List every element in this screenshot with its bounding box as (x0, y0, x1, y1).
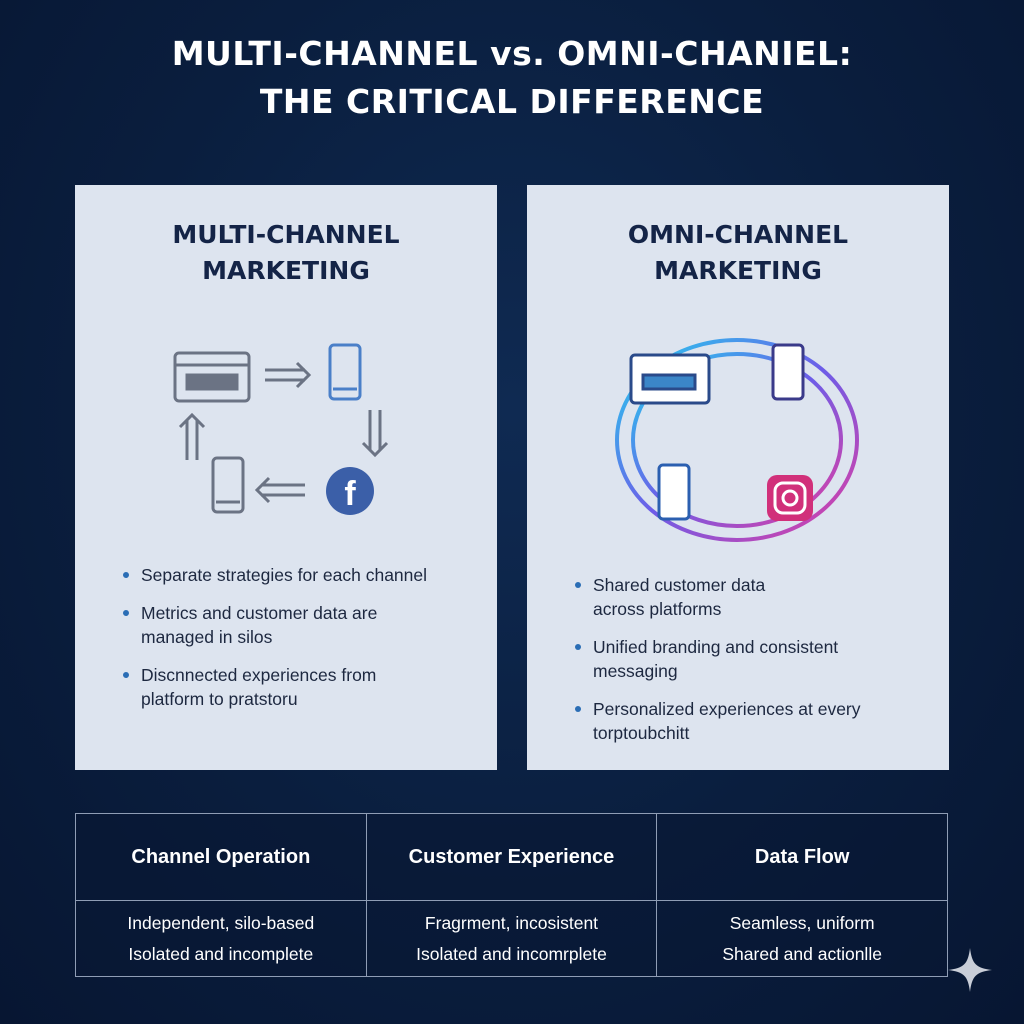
list-item: Unified branding and consistent messagin… (575, 635, 875, 683)
phone-icon (328, 343, 362, 401)
page-title: MULTI-CHANNEL vs. OMNI-CHANIEL: THE CRIT… (171, 34, 853, 121)
multi-channel-bullets: Separate strategies for each channel Met… (123, 563, 427, 725)
table-header: Customer Experience (365, 813, 658, 901)
arrow-down-icon (361, 410, 389, 458)
omni-channel-diagram (615, 338, 859, 542)
browser-icon (629, 353, 711, 405)
table-header: Channel Operation (75, 813, 367, 901)
arrow-left-icon (254, 476, 305, 504)
list-item: Metrics and customer data are managed in… (123, 601, 403, 649)
omni-channel-bullets: Shared customer data across platforms Un… (575, 573, 895, 759)
comparison-table: Channel Operation Customer Experience Da… (75, 813, 948, 977)
arrow-right-icon (265, 361, 312, 389)
svg-text:f: f (344, 475, 356, 513)
arrow-up-icon (178, 412, 206, 460)
cycle-arrows (615, 338, 859, 542)
list-item: Personalized experiences at every torpto… (575, 697, 895, 745)
multi-channel-diagram: f (173, 343, 389, 515)
list-item: Discnnected experiences from platform to… (123, 663, 403, 711)
facebook-icon: f (326, 467, 374, 515)
browser-icon (173, 351, 251, 403)
phone-icon (657, 463, 691, 521)
instagram-icon (767, 475, 813, 521)
phone-icon (771, 343, 805, 401)
list-item: Shared customer data across platforms (575, 573, 785, 621)
sparkle-icon (948, 948, 992, 992)
phone-icon (211, 456, 245, 514)
table-header: Data Flow (656, 813, 948, 901)
list-item: Separate strategies for each channel (123, 563, 427, 587)
